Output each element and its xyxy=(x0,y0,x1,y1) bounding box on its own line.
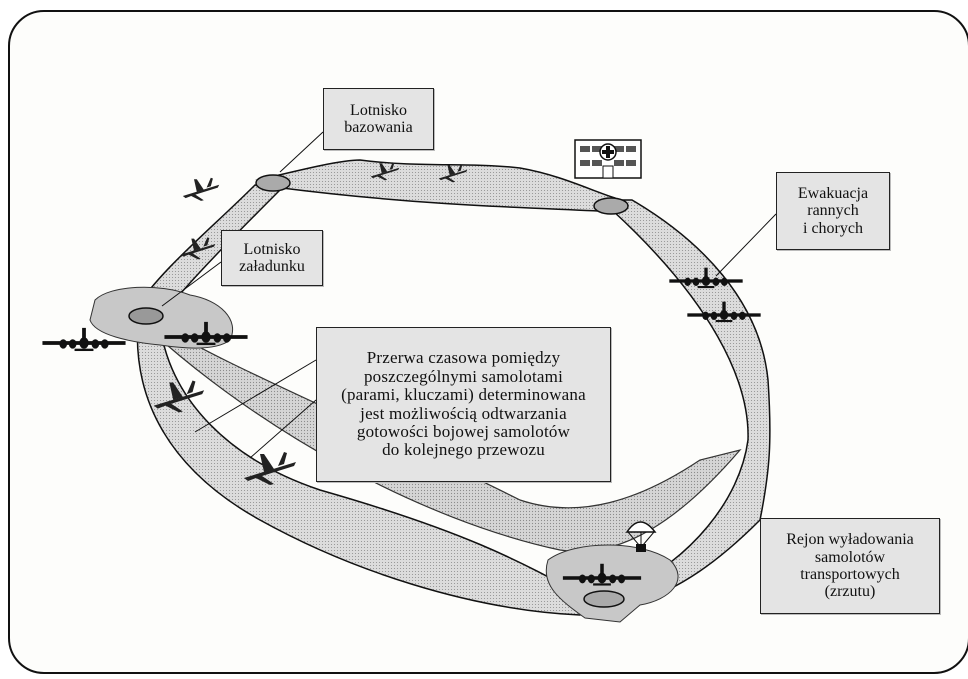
label-line: Lotnisko xyxy=(350,101,407,119)
label-line: do kolejnego przewozu xyxy=(382,440,545,460)
label-line: gotowości bojowej samolotów xyxy=(356,421,571,441)
label-line: transportowych xyxy=(800,566,900,583)
airfield-icon xyxy=(593,197,629,215)
label-line: Rejon wyładowania xyxy=(786,531,914,549)
route-band-top xyxy=(255,159,616,213)
airfield-icon xyxy=(583,590,625,608)
label-line: Przerwa czasowa pomiędzy xyxy=(366,348,561,368)
route-band-east xyxy=(611,199,771,606)
label-line: rannych xyxy=(807,202,859,220)
drop-zone xyxy=(545,544,679,623)
leader-line xyxy=(194,359,317,433)
label-evacuation: Ewakuacja rannych i chorych xyxy=(776,172,890,250)
label-line: jest możliwością odtwarzania xyxy=(360,403,567,423)
leader-line xyxy=(279,131,324,173)
label-time-interval: Przerwa czasowa pomiędzy poszczególnymi … xyxy=(316,327,611,482)
fighter-jet-icon xyxy=(182,177,220,201)
leader-line xyxy=(715,213,777,277)
label-line: (zrzutu) xyxy=(824,583,876,601)
label-line: Lotnisko xyxy=(243,240,301,258)
leader-line xyxy=(249,399,317,459)
label-line: (parami, kluczami) determinowana xyxy=(341,385,586,405)
airfield-icon xyxy=(255,174,291,192)
label-drop-zone: Rejon wyładowania samolotów transportowy… xyxy=(760,518,940,614)
parachute-icon xyxy=(625,521,657,552)
route-band-south xyxy=(136,319,592,616)
label-line: bazowania xyxy=(344,119,413,136)
label-line: załadunku xyxy=(239,258,305,275)
label-line: Ewakuacja xyxy=(797,185,869,203)
leader-line xyxy=(161,261,222,307)
label-line: samolotów xyxy=(814,548,886,566)
hospital-icon xyxy=(574,139,642,179)
label-line: poszczególnymi samolotami xyxy=(363,366,564,386)
label-base-airfield: Lotnisko bazowania xyxy=(323,88,434,150)
label-line: i chorych xyxy=(803,219,863,237)
airfield-icon xyxy=(128,307,164,325)
label-loading-airfield: Lotnisko załadunku xyxy=(221,230,323,286)
